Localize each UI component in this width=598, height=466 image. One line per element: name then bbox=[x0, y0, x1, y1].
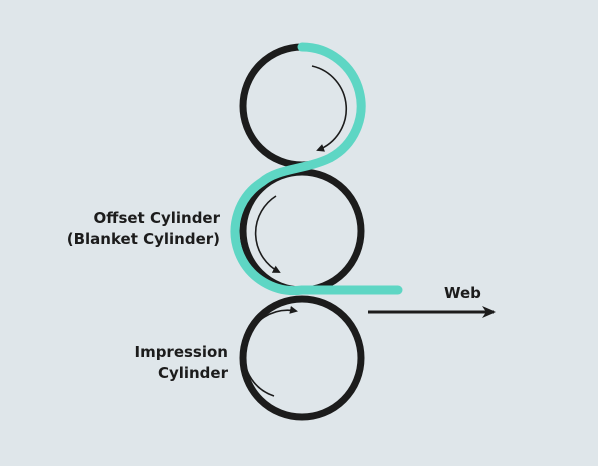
rotation-arrow-icon bbox=[254, 195, 281, 273]
offset-cylinder-label: Offset Cylinder (Blanket Cylinder) bbox=[67, 208, 220, 250]
web-label: Web bbox=[444, 284, 481, 302]
impression-cylinder-label: Impression Cylinder bbox=[134, 342, 228, 384]
rotation-arrow-icon bbox=[243, 305, 298, 397]
impression-cylinder-label-line1: Impression bbox=[134, 343, 228, 361]
offset-cylinder-label-line2: (Blanket Cylinder) bbox=[66, 230, 220, 248]
rotation-arrow-icon bbox=[311, 65, 348, 152]
impression-cylinder-label-line2: Cylinder bbox=[157, 364, 228, 382]
impression-cylinder bbox=[239, 295, 365, 421]
offset-cylinder-label-line1: Offset Cylinder bbox=[93, 209, 220, 227]
web-paper-path bbox=[230, 42, 403, 296]
